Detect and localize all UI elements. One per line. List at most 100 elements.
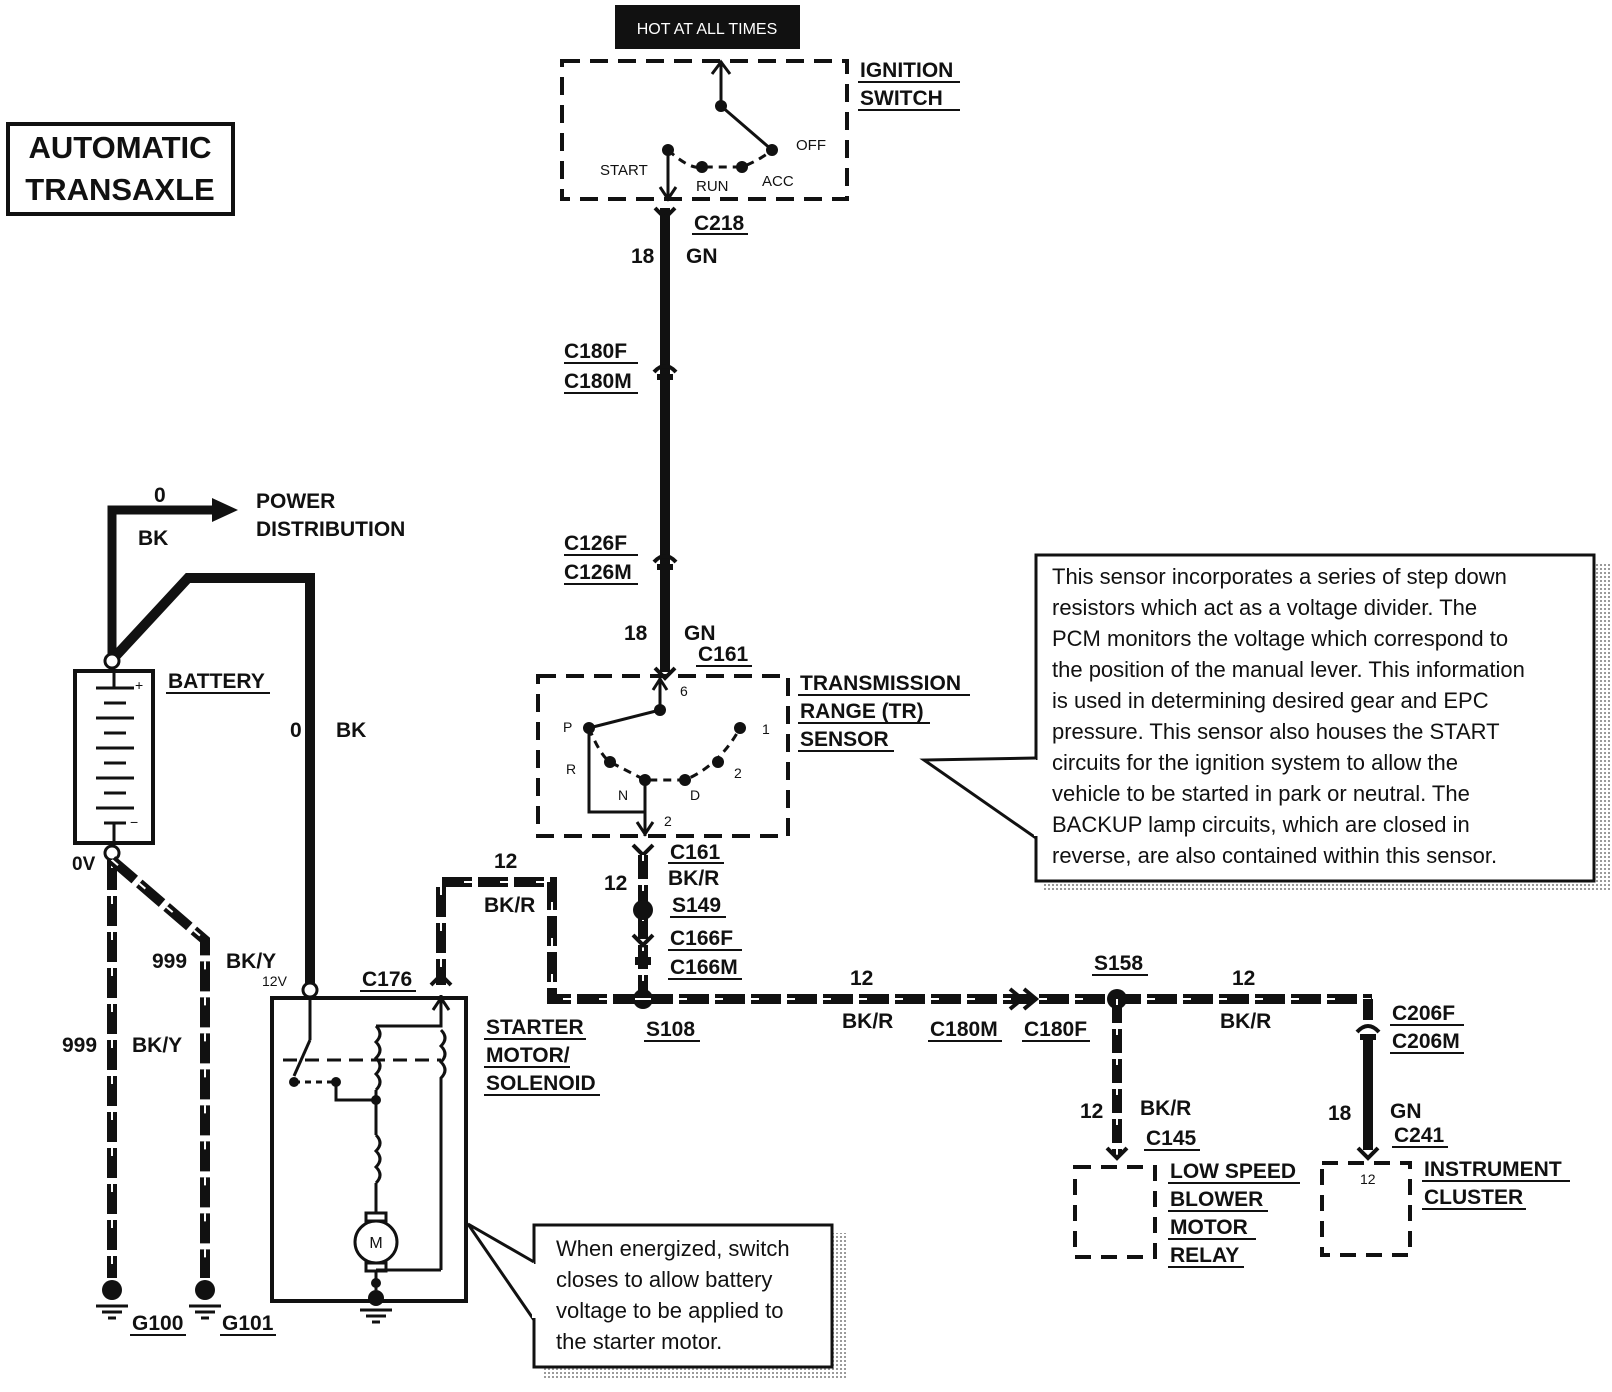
gn-wire-ignition-to-tr: C218 18 GN C180F C180M C126F C126M 18 GN… [564,206,752,681]
starter-note-line-1: When energized, switch [556,1236,790,1261]
ign-color-label: GN [686,245,718,268]
battery-zero-v: 0V [72,854,96,875]
title-line-1: AUTOMATIC [28,130,211,165]
battery-section: 0 BK POWER DISTRIBUTION 0 BK + − BATTERY… [62,484,405,1336]
cluster-branch: C206F C206M 18 GN C241 12 INSTRUMENT CLU… [1320,999,1570,1257]
ignition-start-label: START [600,162,648,179]
tr-pos-d: D [690,787,700,803]
right-ground-color: BK/Y [226,950,276,973]
battery-name: BATTERY [168,670,265,693]
ign-gauge-label: 18 [631,245,655,268]
blower-gauge: 12 [1080,1100,1103,1123]
right-gauge: 12 [1232,967,1255,990]
g101-ground-icon [189,1280,221,1320]
title-line-2: TRANSAXLE [25,172,214,207]
twelve-v-label: 12V [262,973,288,989]
c218-label: C218 [694,212,745,235]
starter-note-line-2: closes to allow battery [556,1267,772,1292]
sensor-note-line-3: PCM monitors the voltage which correspon… [1052,626,1508,651]
blower-color: BK/R [1140,1097,1191,1120]
pd-gauge: 0 [154,484,166,507]
s108-label: S108 [646,1018,695,1041]
ignition-name-1: IGNITION [860,59,953,82]
c145-label: C145 [1146,1127,1197,1150]
blower-name-4: RELAY [1170,1244,1239,1267]
blower-name-3: MOTOR [1170,1216,1248,1239]
cluster-name-2: CLUSTER [1424,1186,1523,1209]
cluster-name-1: INSTRUMENT [1424,1158,1562,1181]
sensor-note-line-8: vehicle to be started in park or neutral… [1052,781,1470,806]
c206m-label: C206M [1392,1030,1460,1053]
cluster-gauge: 18 [1328,1102,1352,1125]
tr-pos-n: N [618,787,628,803]
cable-color: BK [336,719,366,742]
tr-pos-2: 2 [734,765,742,781]
ignition-acc-label: ACC [762,173,794,190]
hot-at-all-times-bar: HOT AT ALL TIMES [615,5,800,49]
blower-name-2: BLOWER [1170,1188,1263,1211]
sensor-note-line-7: circuits for the ignition system to allo… [1052,750,1458,775]
tr-sensor-callout: This sensor incorporates a series of ste… [919,553,1612,891]
s149-label: S149 [672,894,721,917]
title-box: AUTOMATIC TRANSAXLE [6,122,235,216]
sensor-note-line-5: is used in determining desired gear and … [1052,688,1489,713]
blower-name-1: LOW SPEED [1170,1160,1296,1183]
right-ground-gauge: 999 [152,950,187,973]
c176-label: C176 [362,968,412,991]
cluster-pin: 12 [1360,1171,1376,1187]
c180m-upper: C180M [564,370,632,393]
c161-upper: C161 [698,643,749,666]
starter-feed-color: BK/R [484,894,535,917]
ignition-off-label: OFF [796,137,826,154]
left-ground-gauge: 999 [62,1034,97,1057]
starter-motor-icon: M [353,1211,399,1273]
starter-ground-icon [360,1290,392,1324]
c206f-label: C206F [1392,1002,1455,1025]
battery-plus: + [135,677,143,693]
pd-color: BK [138,527,168,550]
tr-name-3: SENSOR [800,728,889,751]
sensor-note-line-1: This sensor incorporates a series of ste… [1052,564,1507,589]
c126m-label: C126M [564,561,632,584]
starter-feed-gauge: 12 [494,850,517,873]
starter-note-line-3: voltage to be applied to [556,1298,784,1323]
c180f-lower: C180F [1024,1018,1087,1041]
right-color: BK/R [1220,1010,1271,1033]
bkr-main-run: 12 BK/R C180M C180F S158 12 BK/R [643,952,1372,1042]
cluster-color: GN [1390,1100,1422,1123]
tr-pin-bottom: 2 [664,813,672,829]
g100-ground-icon [96,1280,128,1320]
starter-note-line-4: the starter motor. [556,1329,722,1354]
pd-line-1: POWER [256,490,335,513]
c166f-label: C166F [670,927,733,950]
sensor-note-line-9: BACKUP lamp circuits, which are closed i… [1052,812,1470,837]
main-gauge: 12 [850,967,873,990]
tr-pos-p: P [563,719,572,735]
g100-label: G100 [132,1312,183,1335]
sensor-note-line-10: reverse, are also contained within this … [1052,843,1497,868]
tr-name-2: RANGE (TR) [800,700,924,723]
starter-name-3: SOLENOID [486,1072,596,1095]
bkr-wire-tr-to-s108: C161 12 BK/R S149 C166F C166M S108 [604,841,742,1042]
ignition-switch: START RUN ACC OFF IGNITION SWITCH [560,59,960,202]
cable-gauge: 0 [290,719,302,742]
c241-label: C241 [1394,1124,1445,1147]
c180m-lower: C180M [930,1018,998,1041]
tr-out-color: BK/R [668,867,719,890]
c166m-label: C166M [670,956,738,979]
starter-name-1: STARTER [486,1016,584,1039]
pd-line-2: DISTRIBUTION [256,518,405,541]
starter-callout: When energized, switch closes to allow b… [466,1222,847,1379]
tr-in-gauge: 18 [624,622,648,645]
g101-label: G101 [222,1312,274,1335]
left-ground-color: BK/Y [132,1034,182,1057]
starter-motor-solenoid: 12 BK/R C176 M [270,850,643,1324]
tr-name-1: TRANSMISSION [800,672,961,695]
hot-label: HOT AT ALL TIMES [637,21,778,38]
tr-pin-top: 6 [680,683,688,699]
starter-name-2: MOTOR/ [486,1044,570,1067]
ignition-run-label: RUN [696,178,729,195]
tr-sensor: 6 2 P R N D 2 1 TRANSMISSION RANGE (TR) … [536,672,970,838]
main-color: BK/R [842,1010,893,1033]
